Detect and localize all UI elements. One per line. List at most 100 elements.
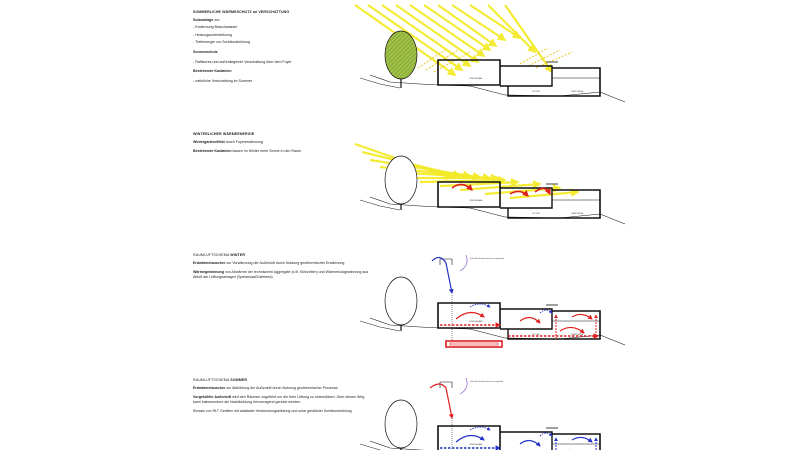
foyer-block (500, 431, 553, 450)
text-bold: Sonnenschutz (193, 49, 218, 54)
cafeteria-block (552, 67, 601, 97)
earth-heat-exchanger (445, 340, 503, 348)
air-circulation (571, 436, 593, 443)
ground-line (369, 196, 626, 225)
tree-crown (384, 30, 418, 80)
panel-title: SOMMERLICHE WÄRMESCHUTZ an VERSCHATTUNG (193, 10, 373, 15)
foyer-floor (507, 329, 552, 340)
text-line: - Raffstores und außenliegende Verschatt… (193, 60, 373, 65)
sun-ray (419, 175, 507, 185)
warm-air-curl (451, 183, 473, 191)
cafeteria-block (552, 189, 601, 219)
air-circulation (455, 311, 485, 320)
sun-ray (437, 4, 498, 48)
text-line: Solaranlage zur: (193, 18, 373, 23)
room-label-room2: FOYER (532, 334, 540, 336)
sun-ray (395, 4, 480, 64)
text-bold: Erdwärmetauscher (193, 260, 226, 265)
title-main: WINTER (230, 253, 246, 257)
text-normal: - Raffstores und außenliegende Verschatt… (193, 59, 292, 64)
panel-title: WINTERLICHER WÄRMEENERGIE (193, 132, 373, 137)
sun-ray (409, 4, 486, 57)
text-line: - natürliche Verschattung im Sommer (193, 79, 373, 84)
room-label-room1: SPEISESAAL (469, 320, 483, 323)
foyer-block (500, 187, 553, 209)
title-main: WINTERLICHER WÄRMEENERGIE (193, 132, 255, 136)
panel-title: RAUMLUFTSCHEMA WINTER (193, 253, 373, 258)
text-line: Erdwärmetauscher zur Abkühlung der Außen… (193, 386, 373, 391)
foyer-floor (507, 86, 552, 97)
room-label-room2: FOYER (532, 91, 540, 93)
exhaust-path (459, 254, 468, 272)
air-intake (439, 258, 453, 265)
sun-ray (367, 4, 464, 72)
text-bold: Solaranlage (193, 17, 214, 22)
sun-ray (381, 4, 472, 68)
exhaust-air (469, 303, 491, 308)
air-intake (439, 381, 453, 388)
text-normal: Einsatz von RLT Geräten mit adiabater Ve… (193, 409, 352, 414)
sun-ray (439, 177, 520, 188)
text-line: Erdwärmetauscher zur Vorwärmung der Auße… (193, 261, 373, 266)
terrain-line (359, 443, 382, 450)
earth-pipe-inner (449, 342, 499, 346)
exhaust-path (459, 377, 468, 395)
text-normal: lassen im Winter mehr Sonne in den Raum (231, 149, 302, 154)
text-bold: Wärmegewinnung (193, 270, 224, 275)
panel-title: RAUMLUFTSCHEMA SOMMER (193, 378, 373, 383)
reflected-ray (417, 49, 446, 69)
text-line: Einsatz von RLT Geräten mit adiabater Ve… (193, 409, 373, 414)
hall-block (437, 59, 501, 86)
sun-ray (487, 4, 537, 54)
text-bold: Vorgekühlte Außenluft (193, 395, 232, 400)
tree-crown (384, 276, 418, 326)
hall-block (437, 302, 501, 329)
text-bold: Bestehende Kastanien (193, 69, 232, 74)
room-label-room3: CAFETERIA (571, 333, 584, 336)
room-label-room1: SPEISESAAL (469, 199, 483, 202)
foyer-block (500, 308, 553, 330)
text-normal: zur Abkühlung der Außenluft durch Nutzun… (225, 385, 339, 390)
ground-line (369, 440, 427, 450)
air-circulation (559, 326, 585, 334)
room-label-room3: CAFETERIA (571, 212, 584, 215)
text-normal: - natürliche Verschattung im Sommer (193, 78, 253, 83)
text-normal: - Erwärmung Brauchwasser (193, 25, 238, 30)
sun-ray (504, 4, 554, 74)
outside-air-path (429, 383, 454, 419)
air-circulation (455, 434, 485, 443)
text-line: - Erwärmung Brauchwasser (193, 25, 373, 30)
terrain-line (359, 320, 401, 332)
text-normal: - Heizungsunterstützung (193, 32, 232, 37)
text-bold: Wintergarteneffekt (193, 139, 225, 144)
text-line: Wärmegewinnung von Abwärme der technisch… (193, 270, 373, 279)
note-label: Zuluft über Erdwärmetauscher vorgewärmt (470, 257, 505, 260)
text-bold: Erdwärmetauscher (193, 385, 226, 390)
note-label: Zuluft über Erdwärmetauscher vorgekühlt (470, 380, 503, 383)
air-circulation (519, 316, 541, 324)
text-bold: Bestehende Kastanien (193, 149, 232, 154)
text-normal: durch Foyererwärmung (224, 139, 263, 144)
warm-air-curl (534, 187, 551, 196)
room-label-room2: FOYER (532, 213, 540, 215)
title-main: SOMMER (230, 378, 248, 382)
terrain-line (359, 199, 401, 211)
tree-crown (384, 399, 418, 449)
hall-block (437, 425, 501, 450)
reflected-ray (527, 49, 561, 67)
text-normal: von Abwärme der technischen Aggregate (z… (193, 270, 369, 279)
text-normal: zur Vorwärmung der Außenluft durch Nutzu… (225, 260, 345, 265)
exhaust-air (539, 432, 553, 437)
text-line: Vorgekühlte Außenluft wird den Räumen zu… (193, 395, 373, 404)
foyer-floor (507, 208, 552, 219)
room-label-room1: SPEISESAAL (469, 443, 483, 446)
text-normal: - Treibenergie zur Sorbtionskühlung (193, 40, 250, 45)
panel-text-4: RAUMLUFTSCHEMA SOMMER Erdwärmetauscher zu… (193, 378, 373, 417)
text-line: - Heizungsunterstützung (193, 33, 373, 38)
title-prefix: RAUMLUFTSCHEMA (193, 253, 231, 257)
ground-line (369, 74, 626, 103)
reflected-ray (519, 47, 549, 65)
